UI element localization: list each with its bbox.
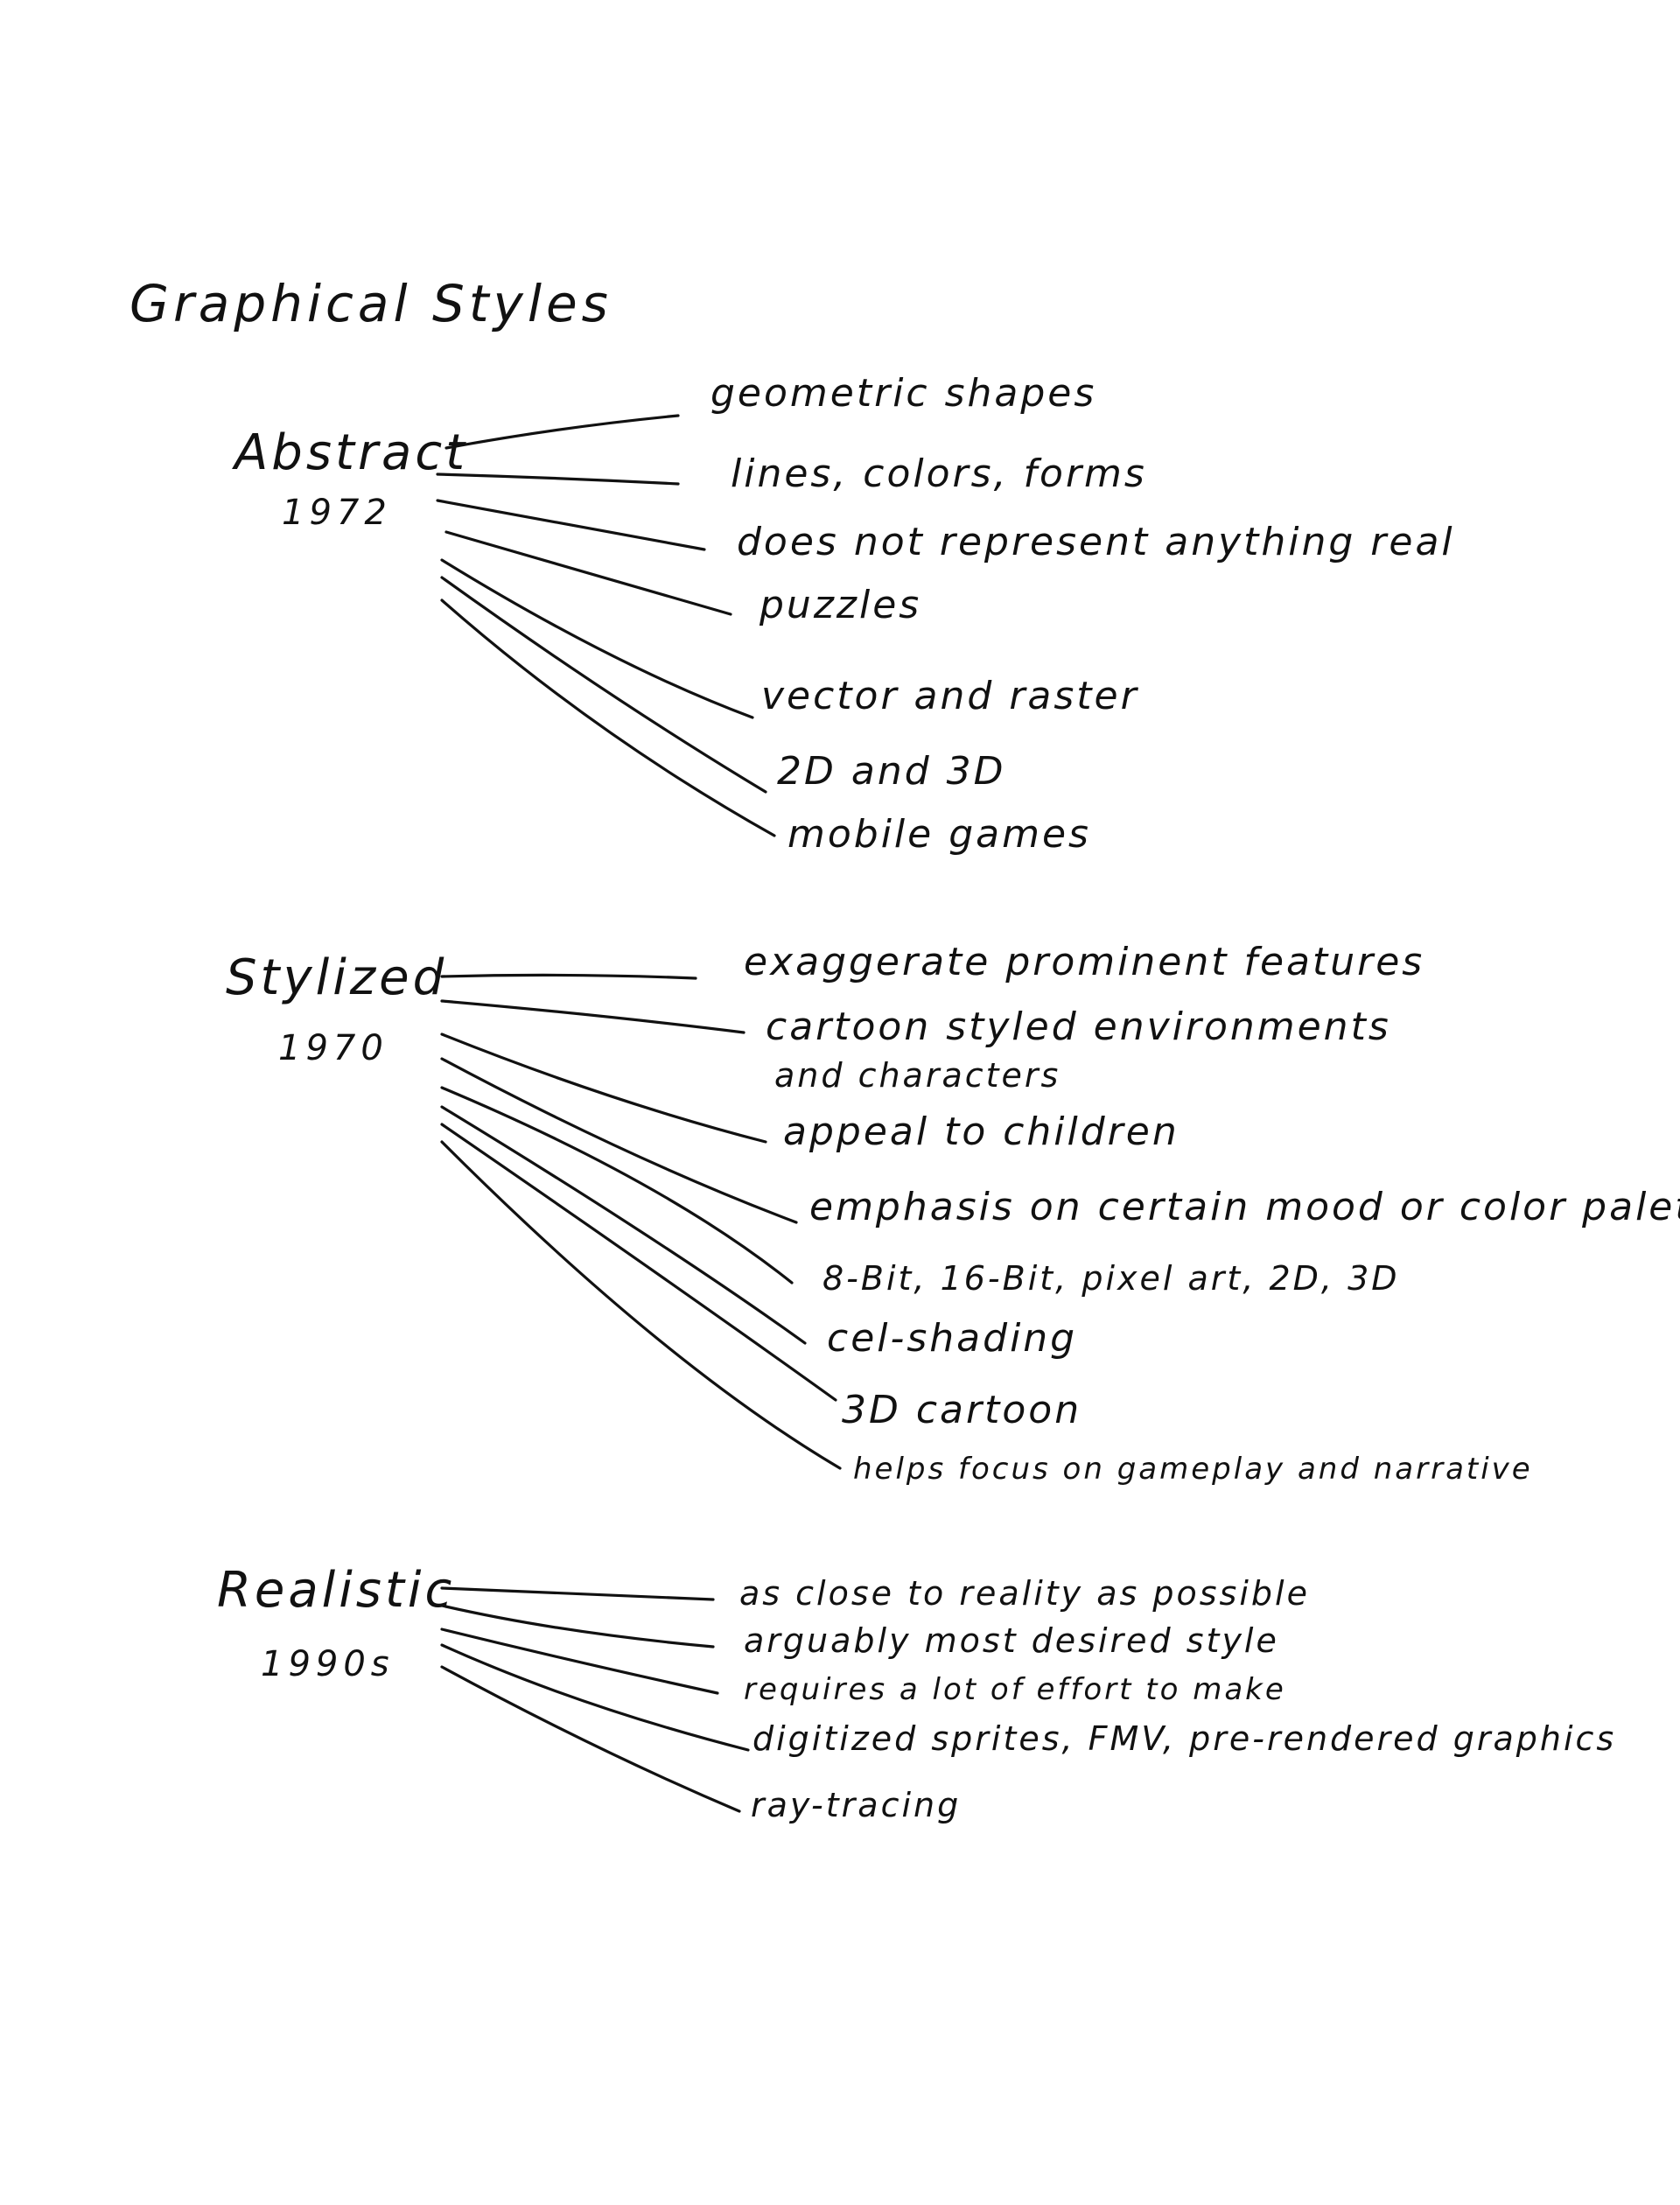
category-stylized-year: 1970 (278, 1028, 388, 1068)
category-realistic-year: 1990s (261, 1644, 395, 1684)
realistic-item: ray-tracing (751, 1786, 962, 1824)
connector-line (440, 1604, 715, 1648)
realistic-item: as close to reality as possible (739, 1574, 1310, 1613)
connector-line (440, 999, 746, 1034)
connector-line (440, 1628, 719, 1695)
realistic-item: arguably most desired style (744, 1621, 1279, 1660)
connector-line (436, 499, 706, 551)
stylized-item: and characters (774, 1056, 1061, 1095)
stylized-item: emphasis on certain mood or color palett… (809, 1185, 1680, 1229)
connector-line (444, 530, 732, 616)
connector-line (440, 1105, 807, 1345)
connector-line (440, 598, 776, 837)
connector-line (440, 1643, 750, 1752)
connector-line (440, 1086, 794, 1284)
stylized-item: exaggerate prominent features (744, 940, 1425, 984)
stylized-item: cartoon styled environments (766, 1004, 1391, 1049)
abstract-item: 2D and 3D (777, 749, 1006, 794)
connector-line (440, 576, 767, 794)
stylized-item: appeal to children (783, 1110, 1180, 1154)
connector-line (440, 1586, 715, 1601)
category-abstract-label: Abstract (234, 424, 469, 481)
stylized-item: helps focus on gameplay and narrative (853, 1452, 1533, 1487)
stylized-item: 3D cartoon (842, 1388, 1082, 1432)
connector-line (436, 472, 680, 486)
connector-line (440, 558, 754, 719)
connector-line (440, 1665, 741, 1813)
category-stylized-label: Stylized (226, 949, 448, 1006)
abstract-item: does not represent anything real (737, 520, 1455, 564)
connector-line (444, 414, 680, 450)
category-realistic-label: Realistic (217, 1562, 456, 1619)
realistic-item: requires a lot of effort to make (744, 1672, 1286, 1707)
abstract-item: vector and raster (761, 674, 1139, 718)
connector-line (440, 1123, 837, 1402)
abstract-item: puzzles (760, 583, 922, 627)
connector-line (440, 973, 697, 980)
connector-line (440, 1057, 798, 1224)
stylized-item: 8-Bit, 16-Bit, pixel art, 2D, 3D (822, 1259, 1400, 1298)
page-title: Graphical Styles (130, 274, 612, 333)
abstract-item: mobile games (788, 812, 1091, 857)
abstract-item: geometric shapes (710, 371, 1097, 416)
connector-line (440, 1140, 842, 1470)
abstract-item: lines, colors, forms (731, 452, 1147, 496)
realistic-item: digitized sprites, FMV, pre-rendered gra… (752, 1719, 1617, 1758)
category-abstract-year: 1972 (282, 493, 392, 533)
connector-line (440, 1032, 767, 1144)
stylized-item: cel-shading (827, 1316, 1078, 1361)
